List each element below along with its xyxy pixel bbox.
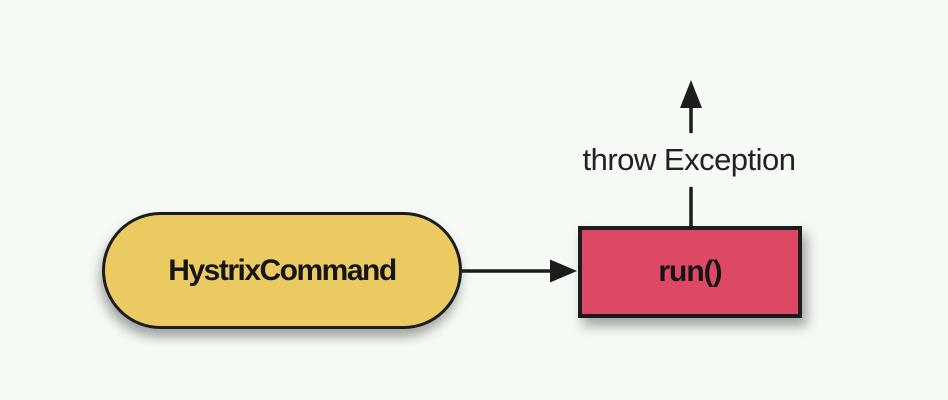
hystrix-command-node: HystrixCommand xyxy=(102,212,462,329)
command-to-run-arrowhead-icon xyxy=(550,259,577,283)
throw-exception-label: throw Exception xyxy=(582,142,796,177)
throw-exception-arrowhead-icon xyxy=(680,80,702,108)
hystrix-command-node-label: HystrixCommand xyxy=(168,253,397,287)
run-node: run() xyxy=(578,226,802,318)
run-node-label: run() xyxy=(658,255,722,288)
